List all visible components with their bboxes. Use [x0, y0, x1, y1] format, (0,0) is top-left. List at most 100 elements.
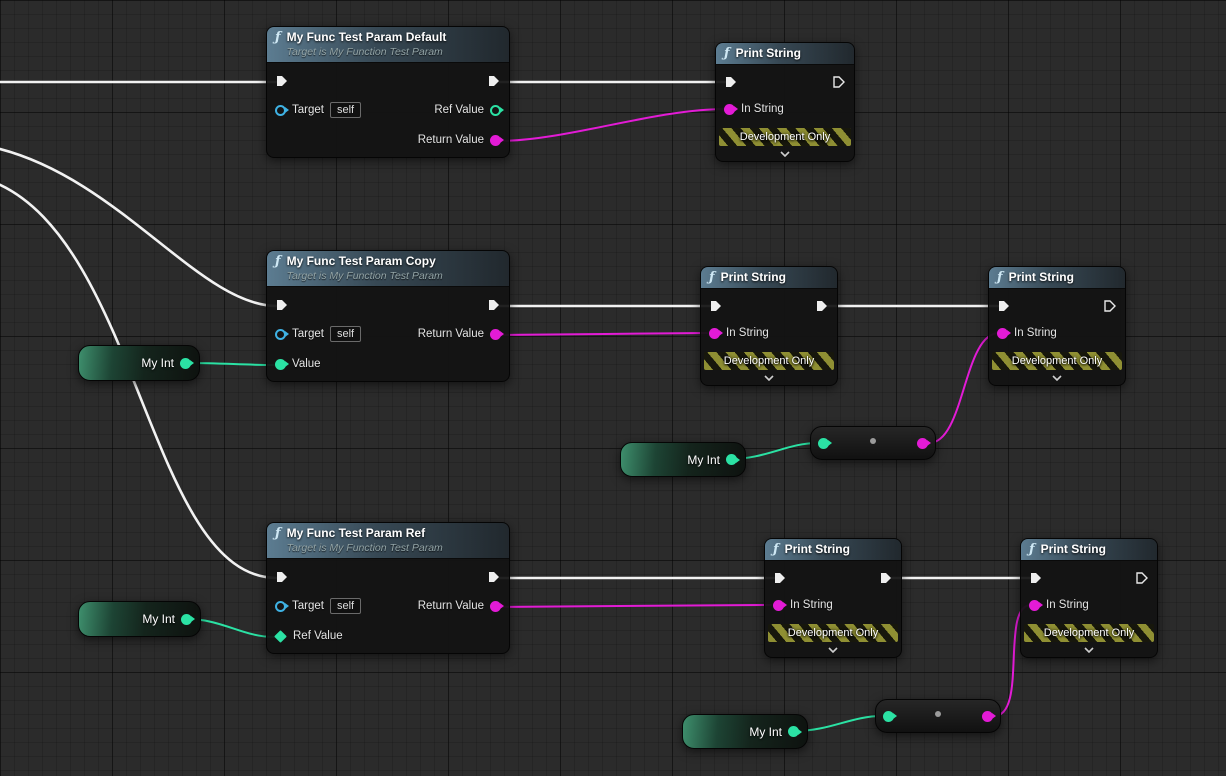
in-string-pin-label: In String: [1014, 327, 1057, 339]
exec-out-pin[interactable]: [1103, 299, 1117, 313]
conversion-icon: [870, 438, 876, 444]
int-wire[interactable]: [794, 715, 883, 732]
node-my-func-test-param-ref[interactable]: ƒ My Func Test Param Ref Target is My Fu…: [266, 522, 510, 654]
in-string-pin[interactable]: [997, 327, 1011, 339]
development-only-banner: Development Only: [1024, 624, 1154, 642]
in-string-pin[interactable]: [1029, 599, 1043, 611]
return-value-pin[interactable]: [490, 600, 504, 612]
exec-in-pin[interactable]: [275, 74, 289, 88]
exec-out-pin[interactable]: [832, 75, 846, 89]
node-my-int-4[interactable]: My Int: [682, 714, 808, 749]
exec-in-pin[interactable]: [275, 298, 289, 312]
node-subtitle: Target is My Function Test Param: [286, 269, 443, 282]
in-string-pin-label: In String: [726, 327, 769, 339]
my-int-output-pin[interactable]: [181, 613, 195, 625]
node-int-to-string-conversion-1[interactable]: [810, 426, 936, 460]
my-int-output-pin[interactable]: [180, 357, 194, 369]
node-header[interactable]: ƒ Print String: [1021, 539, 1157, 561]
in-string-pin[interactable]: [773, 599, 787, 611]
exec-in-pin[interactable]: [724, 75, 738, 89]
node-header[interactable]: ƒ Print String: [701, 267, 837, 289]
variable-label: My Int: [749, 724, 782, 739]
function-icon: ƒ: [275, 30, 281, 45]
function-icon: ƒ: [709, 269, 715, 285]
exec-out-pin[interactable]: [487, 74, 501, 88]
value-pin[interactable]: [275, 358, 289, 370]
exec-out-pin[interactable]: [815, 299, 829, 313]
string-wire[interactable]: [498, 332, 708, 336]
return-value-pin-label: Return Value: [417, 134, 484, 146]
exec-out-pin[interactable]: [879, 571, 893, 585]
collapse-chevron[interactable]: [1021, 642, 1157, 657]
node-int-to-string-conversion-2[interactable]: [875, 699, 1001, 733]
variable-label: My Int: [687, 452, 720, 467]
node-header[interactable]: ƒ Print String: [989, 267, 1125, 289]
target-pin[interactable]: [275, 328, 289, 340]
target-value-input[interactable]: self: [329, 102, 362, 118]
development-only-banner: Development Only: [719, 128, 851, 146]
exec-in-pin[interactable]: [709, 299, 723, 313]
conversion-output-pin[interactable]: [917, 437, 931, 449]
exec-in-pin[interactable]: [1029, 571, 1043, 585]
node-title: My Func Test Param Copy: [286, 254, 436, 268]
conversion-input-pin[interactable]: [883, 710, 897, 722]
exec-out-pin[interactable]: [487, 298, 501, 312]
exec-in-pin[interactable]: [773, 571, 787, 585]
node-print-string-5[interactable]: ƒ Print String In String Development Onl…: [1020, 538, 1158, 658]
function-icon: ƒ: [275, 254, 281, 269]
node-print-string-4[interactable]: ƒ Print String In String Development Onl…: [764, 538, 902, 658]
string-wire[interactable]: [928, 332, 1000, 444]
string-wire[interactable]: [498, 108, 727, 142]
ref-value-pin[interactable]: [490, 104, 504, 116]
collapse-chevron[interactable]: [765, 642, 901, 657]
return-value-pin[interactable]: [490, 328, 504, 340]
collapse-chevron[interactable]: [716, 146, 854, 161]
return-value-pin-label: Return Value: [417, 600, 484, 612]
node-my-func-test-param-copy[interactable]: ƒ My Func Test Param Copy Target is My F…: [266, 250, 510, 382]
node-header[interactable]: ƒ My Func Test Param Default Target is M…: [267, 27, 509, 63]
node-header[interactable]: ƒ My Func Test Param Copy Target is My F…: [267, 251, 509, 287]
value-pin-label: Value: [292, 358, 321, 370]
in-string-pin[interactable]: [724, 103, 738, 115]
collapse-chevron[interactable]: [989, 370, 1125, 385]
node-my-func-test-param-default[interactable]: ƒ My Func Test Param Default Target is M…: [266, 26, 510, 158]
exec-out-pin[interactable]: [1135, 571, 1149, 585]
target-value-input[interactable]: self: [329, 598, 362, 614]
node-my-int-3[interactable]: My Int: [78, 601, 201, 637]
ref-value-pin[interactable]: [274, 629, 287, 643]
conversion-input-pin[interactable]: [818, 437, 832, 449]
node-my-int-2[interactable]: My Int: [620, 442, 746, 477]
exec-wire[interactable]: [0, 183, 279, 580]
node-title: Print String: [720, 269, 786, 284]
my-int-output-pin[interactable]: [788, 726, 802, 737]
node-header[interactable]: ƒ Print String: [765, 539, 901, 561]
node-title: Print String: [1040, 541, 1106, 556]
collapse-chevron[interactable]: [701, 370, 837, 385]
node-header[interactable]: ƒ My Func Test Param Ref Target is My Fu…: [267, 523, 509, 559]
exec-wire[interactable]: [0, 147, 279, 308]
conversion-output-pin[interactable]: [982, 710, 996, 722]
node-header[interactable]: ƒ Print String: [716, 43, 854, 65]
exec-in-pin[interactable]: [997, 299, 1011, 313]
target-pin[interactable]: [275, 600, 289, 612]
target-pin[interactable]: [275, 104, 289, 116]
in-string-pin-label: In String: [1046, 599, 1089, 611]
node-print-string-2[interactable]: ƒ Print String In String Development Onl…: [700, 266, 838, 386]
in-string-pin[interactable]: [709, 327, 723, 339]
target-value-input[interactable]: self: [329, 326, 362, 342]
return-value-pin[interactable]: [490, 134, 504, 146]
string-wire[interactable]: [498, 604, 772, 608]
exec-in-pin[interactable]: [275, 570, 289, 584]
exec-out-pin[interactable]: [487, 570, 501, 584]
node-title: Print String: [1008, 269, 1074, 284]
node-subtitle: Target is My Function Test Param: [286, 541, 443, 554]
node-my-int-1[interactable]: My Int: [78, 345, 200, 381]
node-body: In String: [1021, 561, 1157, 621]
node-print-string-3[interactable]: ƒ Print String In String Development Onl…: [988, 266, 1126, 386]
development-only-banner: Development Only: [704, 352, 834, 370]
my-int-output-pin[interactable]: [726, 454, 740, 465]
node-body: In String: [989, 289, 1125, 349]
node-print-string-1[interactable]: ƒ Print String In String Development Onl…: [715, 42, 855, 162]
node-body: Target self Ref Value Return Value: [267, 63, 509, 157]
